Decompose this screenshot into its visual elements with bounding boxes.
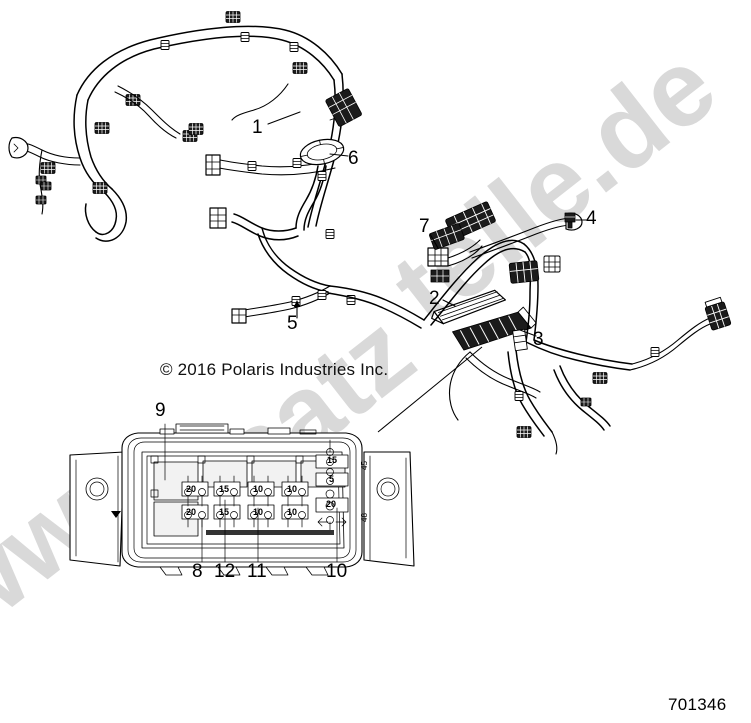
fuse-label-10: 5	[329, 474, 335, 484]
fuse-label-7: 10	[287, 484, 298, 494]
callout-10: 10	[326, 561, 348, 582]
fuse-label-1: 20	[186, 484, 197, 494]
callout-11: 11	[247, 561, 267, 582]
fuse-label-4: 15	[219, 507, 230, 517]
callout-12: 12	[214, 561, 236, 582]
copyright-notice: © 2016 Polaris Industries Inc.	[160, 360, 389, 379]
callout-6: 6	[348, 148, 359, 169]
fuse-label-8: 10	[287, 507, 298, 517]
callout-9: 9	[155, 400, 166, 421]
callout-3: 3	[533, 329, 544, 350]
fuse-label-3: 15	[219, 484, 230, 494]
fuse-label-11: 20	[326, 499, 337, 509]
callout-4: 4	[586, 208, 597, 229]
fuse-label-2: 20	[186, 507, 197, 517]
fuse-label-9: 15	[327, 455, 338, 465]
fuse-label-6: 10	[253, 507, 264, 517]
side-marking-48: 48	[360, 513, 369, 522]
callout-8: 8	[192, 561, 203, 582]
part-number: 701346	[668, 695, 727, 714]
fuse-label-5: 10	[253, 484, 264, 494]
callout-1: 1	[252, 117, 263, 138]
callout-5: 5	[287, 313, 298, 334]
callout-2: 2	[429, 288, 440, 309]
callout-7: 7	[419, 216, 430, 237]
side-marking-45: 45	[360, 461, 369, 470]
